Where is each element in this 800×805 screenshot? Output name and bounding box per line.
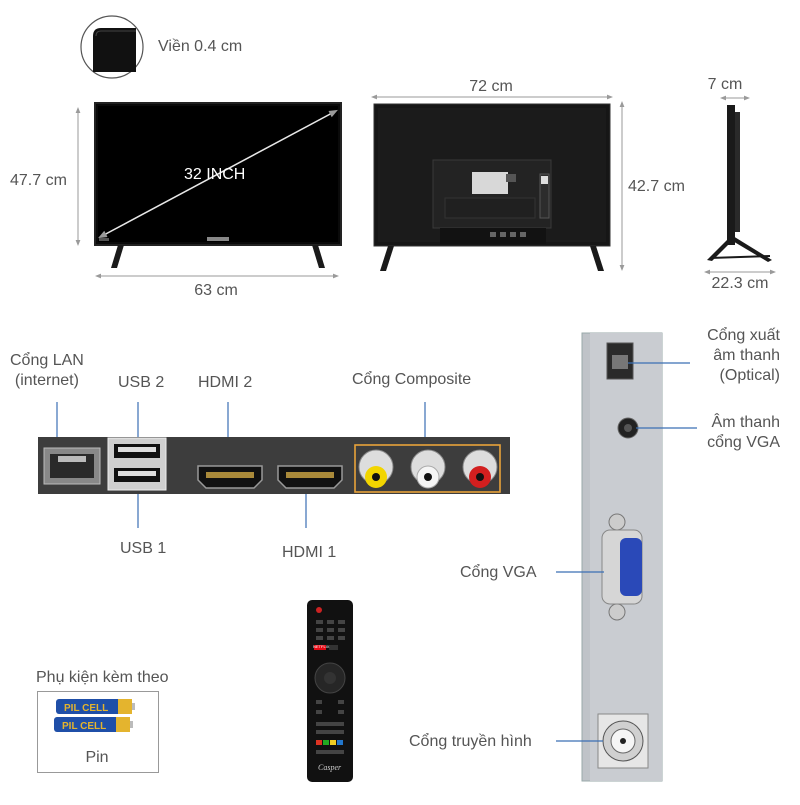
optical-label: Cổng xuất âm thanh (Optical) [707,327,780,384]
back-height-label: 42.7 cm [628,178,685,195]
hdmi-2-label: HDMI 2 [198,374,253,391]
side-base-label: 22.3 cm [711,275,769,292]
vga-port-icon [601,513,643,621]
composite-white-icon [410,449,446,489]
antenna-label: Cổng truyền hình [409,733,532,750]
side-depth-label: 7 cm [707,76,743,93]
battery-brand-text-2: PIL CELL [62,721,106,732]
tv-back-image [373,103,611,271]
usb-2-label: USB 2 [118,374,165,391]
remote-netflix-text: NETFLIX [313,644,330,649]
composite-yellow-icon [358,449,394,488]
remote-brand-text: Casper [318,763,342,772]
battery-label: Pin [85,749,109,766]
vga-audio-label: Âm thanh cổng VGA [707,414,780,451]
front-width-label: 63 cm [194,282,238,299]
composite-label: Cổng Composite [352,371,472,388]
accessories-title: Phụ kiện kèm theo [36,669,169,686]
vga-label: Cổng VGA [460,564,537,581]
remote-control-image [307,600,353,782]
battery-image-top: PIL CELL PIL CELL [54,699,135,732]
composite-red-icon [462,449,498,488]
battery-brand-text-1: PIL CELL [64,703,108,714]
back-width-label: 72 cm [469,78,513,95]
dimension-illustrations [75,15,776,279]
bezel-detail-icon [80,15,144,79]
lan-port-label: Cổng LAN (internet) [10,352,84,389]
bezel-label: Viền 0.4 cm [158,38,243,55]
front-diagonal-line [98,109,338,239]
front-diagonal-label: 32 INCH [184,166,246,183]
antenna-port-icon [597,713,649,769]
composite-port-group [354,444,501,493]
hdmi-1-label: HDMI 1 [282,544,337,561]
tv-side-image [707,105,772,262]
front-height-label: 47.7 cm [10,172,67,189]
usb-1-label: USB 1 [120,540,167,557]
